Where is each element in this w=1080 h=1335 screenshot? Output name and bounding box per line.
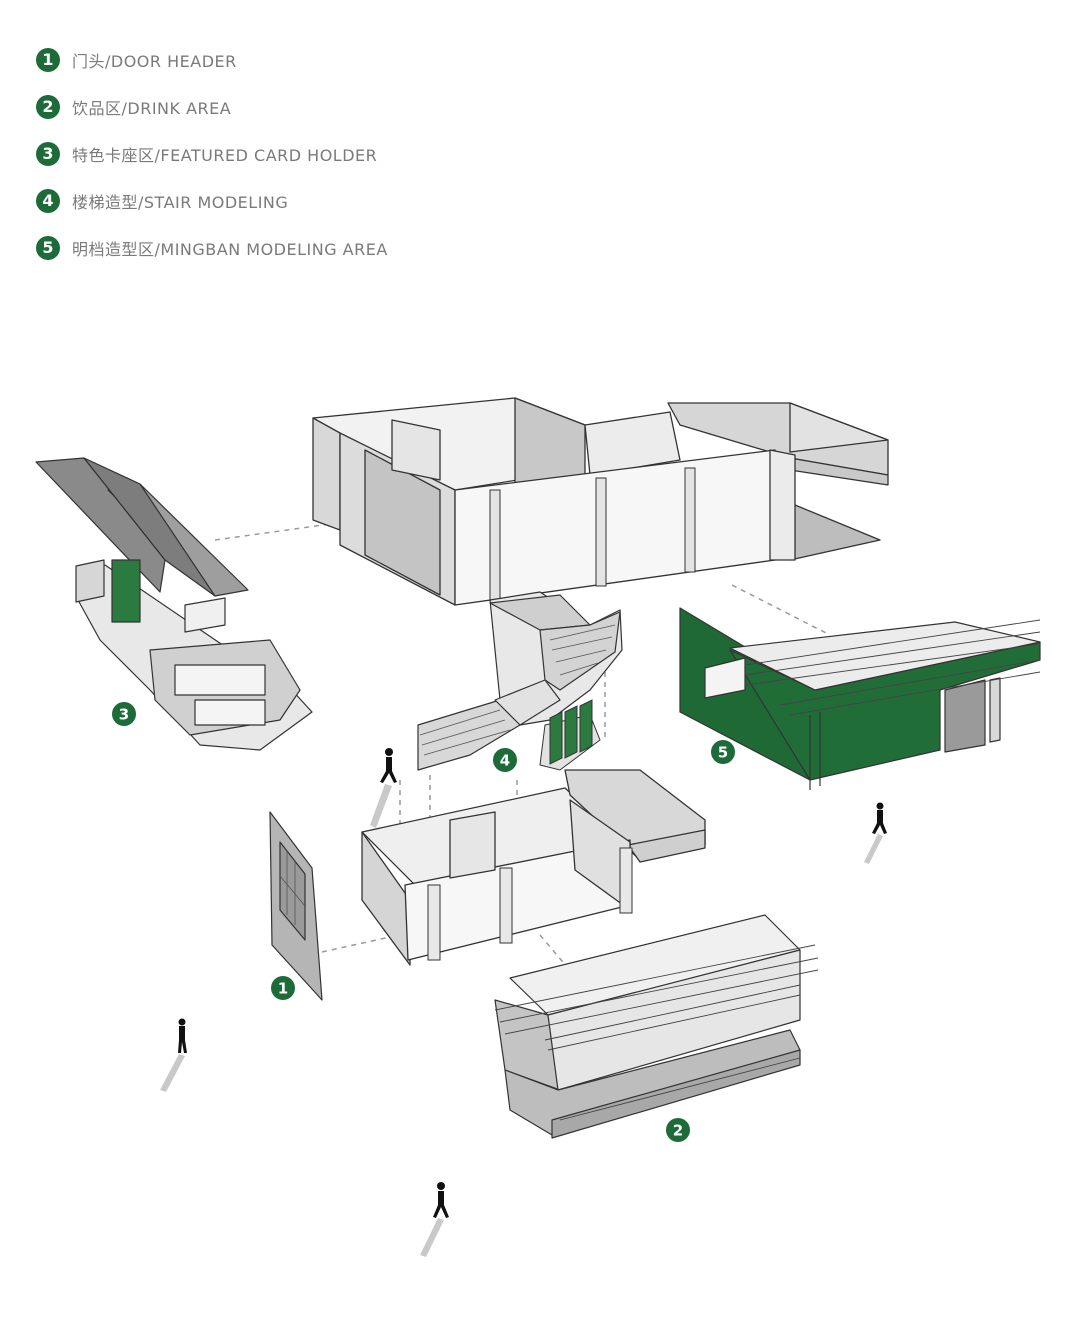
legend-item-drink-area: 2 饮品区/DRINK AREA — [36, 83, 388, 130]
marker-1: 1 — [271, 976, 295, 1000]
marker-4: 4 — [493, 748, 517, 772]
stair-model — [417, 591, 623, 771]
marker-number: 1 — [278, 980, 288, 998]
mingban-model — [679, 607, 1041, 790]
person-silhouette — [433, 1182, 449, 1218]
lower-floor-columns — [427, 847, 633, 961]
number-badge: 5 — [36, 235, 60, 260]
person-silhouette — [178, 1018, 187, 1053]
marker-3: 3 — [112, 702, 136, 726]
mingban-pergola — [744, 619, 1041, 716]
marker-circle — [271, 976, 295, 1000]
marker-number: 5 — [718, 744, 728, 762]
lower-floor-shell — [361, 769, 706, 966]
marker-number: 2 — [673, 1122, 683, 1140]
legend-label: 门头/DOOR HEADER — [72, 51, 237, 71]
marker-number: 3 — [119, 706, 129, 724]
number-badge: 4 — [36, 188, 60, 213]
door-header-model — [269, 811, 323, 1001]
legend-label: 明档造型区/MINGBAN MODELING AREA — [72, 239, 388, 259]
marker-circle — [711, 740, 735, 764]
marker-number: 4 — [500, 752, 510, 770]
legend-item-stair-modeling: 4 楼梯造型/STAIR MODELING — [36, 177, 388, 224]
marker-circle — [666, 1118, 690, 1142]
person-shadow — [370, 784, 392, 828]
legend-label: 饮品区/DRINK AREA — [72, 98, 232, 118]
number-badge: 2 — [36, 94, 60, 119]
marker-5: 5 — [711, 740, 735, 764]
legend-item-featured-card-holder: 3 特色卡座区/FEATURED CARD HOLDER — [36, 130, 388, 177]
drink-area-model — [494, 914, 801, 1139]
person-shadow — [160, 1054, 185, 1092]
marker-circle — [493, 748, 517, 772]
legend-item-door-header: 1 门头/DOOR HEADER — [36, 36, 388, 83]
person-silhouettes — [160, 748, 887, 1257]
number-badge: 1 — [36, 47, 60, 72]
person-silhouette — [872, 802, 887, 834]
green-display-panels — [539, 699, 601, 771]
legend-label: 楼梯造型/STAIR MODELING — [72, 192, 289, 212]
legend-item-mingban-area: 5 明档造型区/MINGBAN MODELING AREA — [36, 224, 388, 271]
person-shadow — [420, 1218, 444, 1257]
person-silhouette — [380, 748, 397, 783]
stair-steps — [419, 624, 616, 756]
person-shadow — [864, 834, 883, 864]
number-badge: 3 — [36, 141, 60, 166]
legend-label: 特色卡座区/FEATURED CARD HOLDER — [72, 145, 378, 165]
legend: 1 门头/DOOR HEADER 2 饮品区/DRINK AREA 3 特色卡座… — [36, 36, 388, 271]
marker-circle — [112, 702, 136, 726]
drink-area-pergola — [494, 944, 819, 1121]
marker-2: 2 — [666, 1118, 690, 1142]
featured-card-holder-model — [35, 457, 313, 751]
door-header-grid — [279, 850, 306, 925]
